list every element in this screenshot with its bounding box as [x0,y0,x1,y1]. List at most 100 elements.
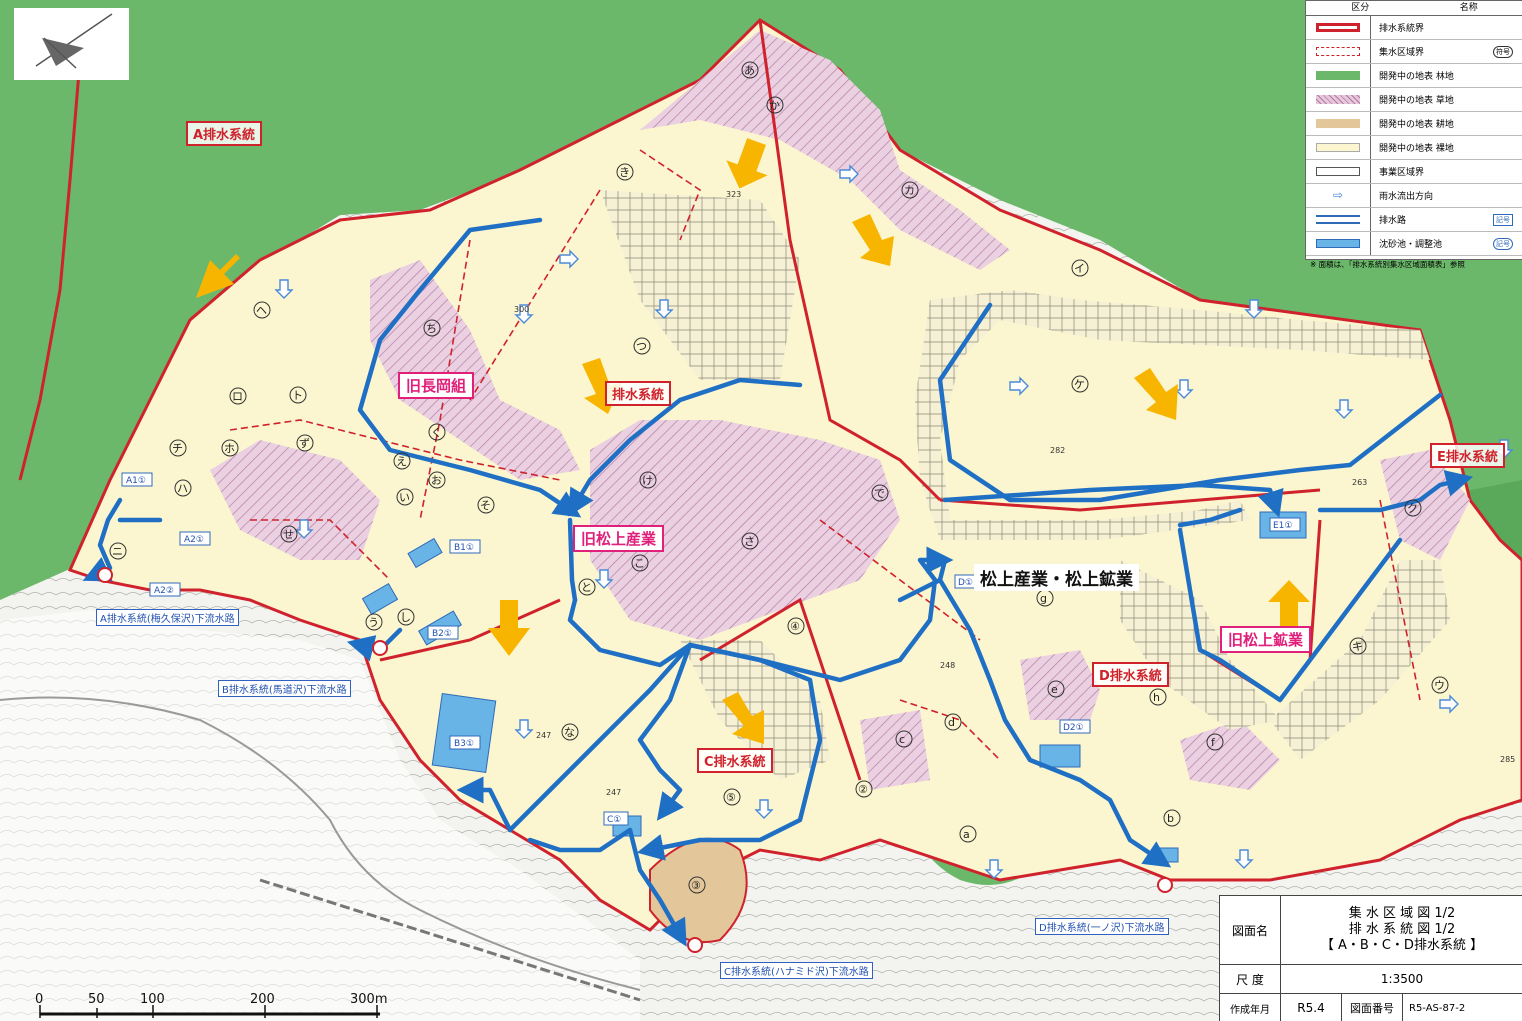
zone-mark: ニ [109,542,127,560]
legend-swatch [1316,71,1360,80]
catchment-boundaries [229,149,1421,761]
system-label-c: C排水系統 [697,748,773,773]
structure-tag-text: A1① [126,476,146,486]
grass-zone-f [1180,720,1280,790]
zone-mark: い [396,488,414,506]
zone-mark: き [616,163,634,181]
zone-mark: ト [289,386,307,404]
legend-swatch [1316,95,1360,104]
zone-mark: ケ [1071,375,1089,393]
elevation-label: 300 [514,305,529,314]
zone-mark: c [895,730,913,748]
rain-flow-arrows [274,164,1514,879]
legend-row-pond: 沈砂池・調整池 記号 [1306,232,1522,256]
legend-row-project-boundary: 事業区域界 [1306,160,1522,184]
structure-tag: E1① [1269,517,1301,532]
structure-labels: A1① A2① A2② B1① B2① B3① C① D① D2① E1① [121,472,1301,826]
elevation-label: 282 [1050,446,1065,455]
map-legend: 区分 名称 排水系統界 集水区域界 符号 開発中の地表 林地 開発中の地表 草地… [1305,0,1522,269]
legend-swatch [1316,23,1360,32]
zone-mark: ③ [688,876,706,894]
zone-mark: チ [169,439,187,457]
legend-header: 区分 名称 [1306,1,1522,16]
grass-zone-west [370,260,580,480]
zone-mark: で [871,484,889,502]
legend-label: 開発中の地表 林地 [1379,72,1454,82]
zone-mark-text: ケ [1074,378,1085,391]
zone-mark: せ [280,525,298,543]
zone-mark: e [1047,680,1065,698]
legend-label: 開発中の地表 草地 [1379,96,1454,106]
scale-tick-label: 100 [140,992,165,1007]
drawing-title-line-3: 【 A・B・C・D排水系統 】 [1320,938,1484,953]
structure-tag-text: C① [607,815,621,825]
elevation-label: 248 [940,661,955,670]
zone-mark-text: そ [480,499,491,512]
zone-mark-text: し [400,611,411,624]
terrace-north [600,190,800,380]
zone-mark: d [944,713,962,731]
zone-mark: イ [1071,259,1089,277]
drawing-title-line-2: 排 水 系 統 図 1/2 [1348,922,1456,937]
zone-mark: b [1163,809,1181,827]
structure-tag-text: B1① [454,543,474,553]
zone-mark: ⑤ [723,788,741,806]
structure-tag: B2① [427,625,459,640]
zone-mark-text: ③ [691,879,701,892]
zone-mark-text: お [431,474,442,487]
zone-mark: く [428,423,446,441]
zone-mark-text: ウ [1434,679,1445,692]
compass-icon [35,13,113,69]
zone-mark-text: d [948,716,955,729]
outfall-markers [97,567,1173,953]
structure-tag-text: E1① [1273,521,1292,531]
legend-header-name: 名称 [1459,3,1478,13]
legend-row-forest: 開発中の地表 林地 [1306,64,1522,88]
system-boundaries [18,19,1322,781]
zone-mark-text: h [1153,691,1160,704]
zone-mark-text: さ [744,535,755,548]
zone-mark-text: g [1040,592,1047,605]
terrace-road [915,290,1430,540]
zone-mark-text: ト [292,389,303,402]
structure-tag: B3① [449,735,481,750]
zone-mark: う [365,613,383,631]
scale-tick-label: 200 [250,992,275,1007]
legend-label: 事業区域界 [1379,168,1425,178]
zone-mark-text: ヘ [256,304,267,317]
north-arrow [14,8,129,80]
title-block-name-label: 図面名 [1220,896,1281,964]
legend-label: 集水区域界 [1379,48,1425,58]
zone-mark: ② [855,780,873,798]
outfall-label-b: B排水系統(馬道沢)下流水路 [218,680,351,697]
outfall-label-a: A排水系統(梅久保沢)下流水路 [96,609,239,626]
zone-mark-text: キ [1352,640,1363,653]
flow-lines [82,217,1474,947]
zone-mark: ク [1404,499,1422,517]
scale-tick-label: 0 [35,992,43,1007]
zone-mark: ず [296,434,314,452]
structure-tag: A2① [179,531,211,546]
zone-mark-text: ず [299,437,310,450]
zone-mark-text: く [431,426,442,439]
zone-mark-text: と [581,581,592,594]
grass-zone-c [860,710,930,790]
system-label-e: E排水系統 [1430,443,1505,468]
zone-mark-text: イ [1074,262,1085,275]
legend-label: 開発中の地表 耕地 [1379,120,1454,130]
zone-mark: え [393,452,411,470]
highlight-arrow-6 [488,600,530,656]
structure-tag: C① [603,811,629,826]
zone-mark: カ [901,181,919,199]
zone-mark: お [428,471,446,489]
zone-mark-text: ⑤ [726,791,736,804]
zone-mark: あ [741,61,759,79]
scale-tick-label: 300m [350,992,387,1007]
highlight-arrow-5 [1134,368,1178,420]
current-operator-label: 松上産業・松上鉱業 [974,564,1139,591]
grass-zone-sw [210,440,380,560]
zone-mark: a [959,825,977,843]
zone-mark-text: b [1167,812,1174,825]
zone-mark-text: カ [904,184,915,197]
